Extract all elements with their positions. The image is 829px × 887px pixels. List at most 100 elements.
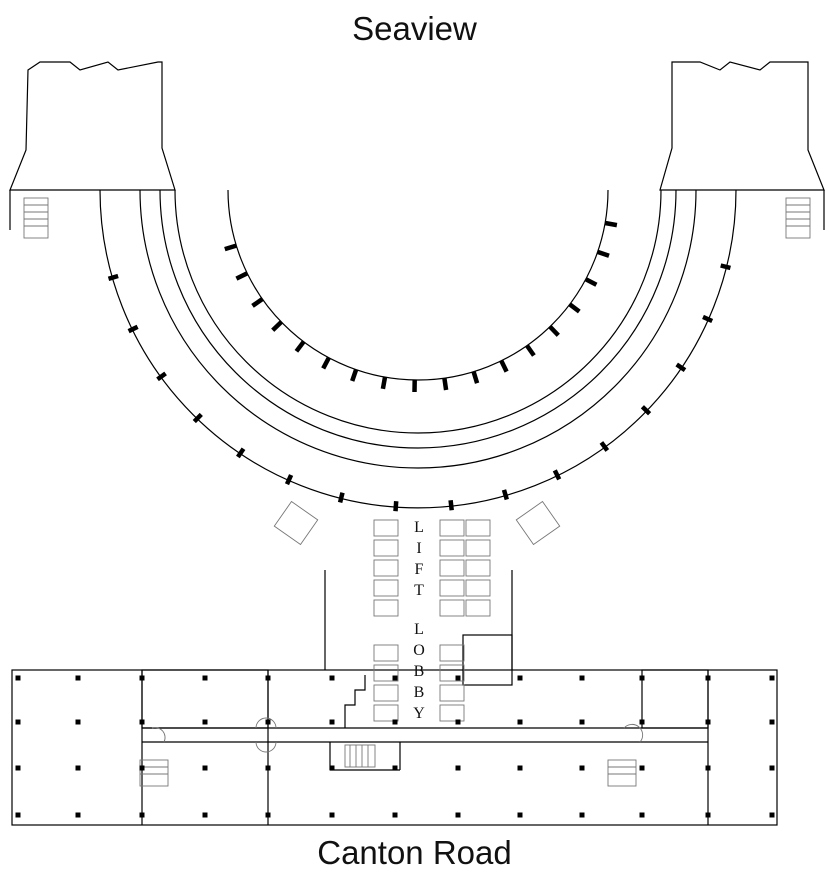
structural-columns	[15, 675, 775, 818]
column-marker	[139, 719, 145, 725]
column-marker	[705, 675, 711, 681]
column-marker	[517, 765, 523, 771]
column-marker	[202, 812, 208, 818]
column-marker	[705, 765, 711, 771]
window-mullion	[501, 489, 509, 501]
column-marker	[329, 675, 335, 681]
column-marker	[15, 765, 21, 771]
column-marker	[265, 812, 271, 818]
column-marker	[202, 675, 208, 681]
window-mullion	[471, 371, 480, 384]
column-marker	[769, 719, 775, 725]
lobby-letter: O	[413, 642, 425, 659]
canton-road-label: Canton Road	[317, 834, 512, 871]
column-marker	[202, 765, 208, 771]
window-mullion	[604, 220, 618, 228]
canton-road-block	[11, 669, 778, 826]
window-mullion	[235, 271, 249, 281]
column-marker	[705, 719, 711, 725]
window-mullion	[442, 377, 449, 391]
lift-lobby-text: L I F T L O B B Y	[413, 519, 425, 722]
column-marker	[769, 812, 775, 818]
lift-cars	[373, 519, 491, 722]
column-marker	[75, 719, 81, 725]
column-marker	[139, 812, 145, 818]
lobby-letter: I	[416, 540, 421, 557]
column-marker	[15, 675, 21, 681]
window-mullion	[393, 501, 399, 512]
lobby-letter: B	[414, 684, 425, 701]
lobby-letter: F	[415, 561, 424, 578]
column-marker	[392, 765, 398, 771]
column-marker	[705, 812, 711, 818]
window-mullion	[236, 447, 246, 459]
column-marker	[392, 675, 398, 681]
column-marker	[75, 765, 81, 771]
window-mullion	[584, 277, 598, 287]
column-marker	[639, 719, 645, 725]
window-mullion	[548, 325, 560, 337]
window-mullion	[640, 405, 652, 416]
window-mullion	[127, 324, 139, 334]
column-marker	[329, 719, 335, 725]
window-mullion	[251, 297, 264, 308]
column-marker	[75, 812, 81, 818]
window-mullion	[380, 376, 388, 390]
column-marker	[455, 675, 461, 681]
column-marker	[769, 675, 775, 681]
window-mullion	[525, 344, 536, 357]
column-marker	[15, 812, 21, 818]
horseshoe-wing	[99, 189, 737, 509]
lobby-letter: L	[414, 519, 424, 536]
window-mullion	[596, 249, 610, 258]
column-marker	[329, 765, 335, 771]
column-marker	[517, 675, 523, 681]
column-marker	[15, 719, 21, 725]
top-towers	[9, 61, 825, 230]
stairwells	[23, 197, 811, 787]
facade-windows	[107, 220, 731, 512]
window-mullion	[294, 340, 306, 353]
window-mullion	[321, 356, 331, 370]
column-marker	[579, 765, 585, 771]
lobby-letter: L	[414, 621, 424, 638]
window-mullion	[599, 441, 610, 452]
window-mullion	[568, 302, 581, 314]
column-marker	[517, 719, 523, 725]
window-mullion	[499, 359, 509, 373]
window-mullion	[702, 314, 714, 324]
window-mullion	[192, 412, 203, 424]
window-mullion	[448, 500, 454, 511]
column-marker	[265, 675, 271, 681]
window-mullion	[156, 371, 167, 382]
lobby-letter: T	[414, 582, 424, 599]
window-mullion	[720, 263, 731, 271]
column-marker	[392, 719, 398, 725]
column-marker	[455, 812, 461, 818]
column-marker	[139, 765, 145, 771]
window-mullion	[350, 368, 359, 382]
column-marker	[769, 765, 775, 771]
lobby-letter: Y	[413, 705, 425, 722]
window-mullion	[552, 469, 562, 481]
lift-lobby-core	[324, 570, 513, 728]
column-marker	[202, 719, 208, 725]
column-marker	[639, 765, 645, 771]
column-marker	[75, 675, 81, 681]
column-marker	[639, 812, 645, 818]
window-mullion	[107, 273, 119, 281]
column-marker	[139, 675, 145, 681]
window-mullion	[337, 492, 345, 503]
column-marker	[265, 765, 271, 771]
column-marker	[455, 719, 461, 725]
column-marker	[579, 812, 585, 818]
window-mullion	[675, 362, 687, 372]
column-marker	[579, 719, 585, 725]
column-marker	[265, 719, 271, 725]
column-marker	[639, 675, 645, 681]
window-mullion	[224, 243, 237, 252]
column-marker	[392, 812, 398, 818]
column-marker	[517, 812, 523, 818]
column-marker	[329, 812, 335, 818]
